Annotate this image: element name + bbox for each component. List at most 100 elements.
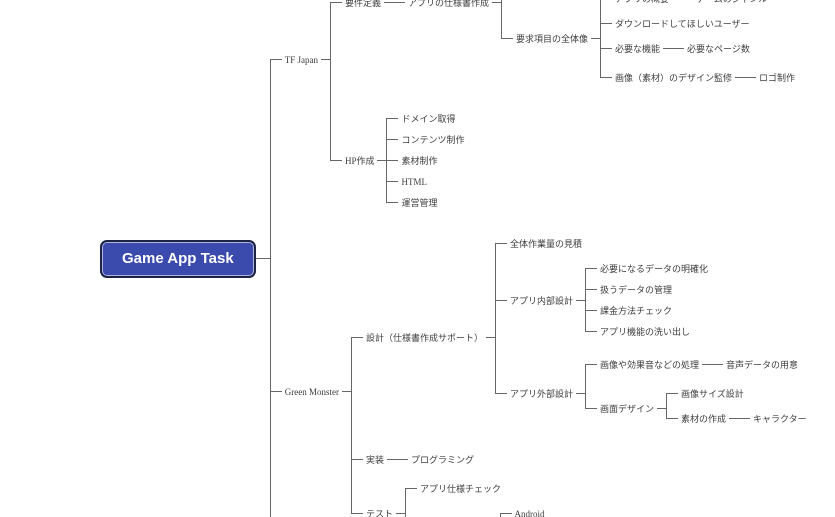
tree-branch: 必要な機能 必要なページ数 xyxy=(600,34,798,64)
node-label[interactable]: ゲームのジャンル xyxy=(693,0,770,7)
mindmap-node: 扱うデータの管理 xyxy=(597,282,675,298)
node-label[interactable]: ドメイン取得 xyxy=(401,114,456,124)
mindmap-node: 素材の作成 キャラクター xyxy=(678,409,810,430)
node-children: ロゴ制作 xyxy=(735,68,798,89)
node-children: プログラミング xyxy=(386,450,477,471)
mindmap-node: 実装 プログラミング xyxy=(363,450,477,471)
mindmap-node: プログラミング xyxy=(408,452,477,468)
tree-branch: HTML xyxy=(386,171,467,193)
node-label[interactable]: アプリ内部設計 xyxy=(509,295,573,306)
mindmap-node: キャラクター xyxy=(750,411,810,427)
node-label[interactable]: ロゴ制作 xyxy=(759,73,796,83)
tree-branch: 要求項目の全体像アプリの概要ゲームのジャンルダウンロードしてほしいユーザー必要な… xyxy=(500,0,798,97)
node-label[interactable]: 画像サイズ設計 xyxy=(680,389,744,399)
root-node-label[interactable]: Game App Task xyxy=(100,239,256,278)
node-label[interactable]: 音声データの用意 xyxy=(725,360,798,370)
node-label[interactable]: Android xyxy=(514,509,545,517)
node-label[interactable]: アプリ外部設計 xyxy=(509,389,573,399)
node-label[interactable]: 課金方法チェック xyxy=(599,306,672,316)
mindmap-node: 要件定義 アプリの仕様書作成基本情報アプリ開発の目的アプリ開発の範囲業務要件（課題… xyxy=(342,0,798,101)
tree-branch: アプリ外部設計画像や効果音などの処理音声データの用意画面デザイン画像サイズ設計素… xyxy=(494,346,810,442)
mindmap-node: 必要になるデータの明確化 xyxy=(597,261,711,277)
tree-branch: 素材制作 xyxy=(386,150,467,172)
mindmap-node: アプリ仕様チェック xyxy=(417,481,504,497)
node-children: 画像や効果音などの処理 音声データの用意画面デザイン 画像サイズ設計素材の作成 キャラ… xyxy=(575,351,810,438)
mindmap-node: 全体作業量の見積 xyxy=(507,236,585,252)
tree-branch: 画像（素材）のデザイン監修 ロゴ制作 xyxy=(600,63,798,93)
mindmap-node: 必要なページ数 xyxy=(684,41,753,57)
mindmap-node: アプリ機能の洗い出し xyxy=(597,324,693,340)
mindmap-node: ドメイン取得 xyxy=(398,111,458,127)
mindmap-node: Android xyxy=(512,506,548,517)
tree-branch: 課金方法チェック xyxy=(584,300,711,322)
node-label[interactable]: 実装 xyxy=(365,455,384,465)
node-label[interactable]: 必要になるデータの明確化 xyxy=(599,264,708,274)
mindmap-node: アプリ外部設計画像や効果音などの処理音声データの用意画面デザイン画像サイズ設計素… xyxy=(507,351,810,438)
node-label[interactable]: 全体作業量の見積 xyxy=(509,239,582,249)
tree-branch: 設計（仕様書作成サポート） 全体作業量の見積アプリ内部設計 必要になるデータの明確化… xyxy=(350,230,810,446)
node-children: 画像サイズ設計素材の作成 キャラクター xyxy=(657,384,810,434)
node-label[interactable]: アプリ仕様チェック xyxy=(419,484,501,494)
mindmap-node: 画面デザイン 画像サイズ設計素材の作成 キャラクター xyxy=(597,384,810,434)
node-label[interactable]: 必要なページ数 xyxy=(687,44,750,54)
node-label[interactable]: 要件定義 xyxy=(344,0,381,8)
tree-branch: 素材の作成 キャラクター xyxy=(665,404,810,434)
mindmap-node: アプリ内部設計 必要になるデータの明確化扱うデータの管理課金方法チェックアプリ機能… xyxy=(507,259,711,343)
tree-branch: プログラミング xyxy=(395,450,477,471)
tree-branch: アプリ内部設計 必要になるデータの明確化扱うデータの管理課金方法チェックアプリ機能… xyxy=(494,254,810,347)
mindmap-node: 運営管理 xyxy=(398,195,440,211)
node-children: 音声データの用意 xyxy=(701,355,801,376)
tree-branch: 画像サイズ設計 xyxy=(665,384,810,405)
tree-branch: TF Japan 要件定義 アプリの仕様書作成基本情報アプリ開発の目的アプリ開発の範… xyxy=(269,0,810,224)
tree-branch: アプリの仕様書作成基本情報アプリ開発の目的アプリ開発の範囲業務要件（課題とゴール… xyxy=(392,0,798,101)
node-label[interactable]: コンテンツ制作 xyxy=(401,135,465,145)
node-children: アプリの仕様書作成基本情報アプリ開発の目的アプリ開発の範囲業務要件（課題とゴール… xyxy=(383,0,798,101)
root-node: Game App Task TF Japan 要件定義 アプリの仕様書作成基本情報ア… xyxy=(100,0,810,517)
node-label[interactable]: HTML xyxy=(401,177,427,187)
mindmap-node: 要求項目の全体像アプリの概要ゲームのジャンルダウンロードしてほしいユーザー必要な… xyxy=(513,0,798,93)
node-label[interactable]: 画像や効果音などの処理 xyxy=(599,360,699,370)
node-children: アプリ仕様チェック iOSリリース審査Androidiphone xyxy=(395,479,548,517)
node-label[interactable]: 画像（素材）のデザイン監修 xyxy=(615,73,733,83)
node-label[interactable]: プログラミング xyxy=(410,455,474,465)
node-label[interactable]: HP作成 xyxy=(344,156,375,166)
mindmap-node: 素材制作 xyxy=(398,153,440,169)
node-label[interactable]: 扱うデータの管理 xyxy=(599,285,672,295)
mindmap-node: テスト アプリ仕様チェック iOSリリース審査Androidiphone xyxy=(363,479,548,517)
mindmap-node: HP作成 ドメイン取得コンテンツ制作素材制作 HTML 運営管理 xyxy=(342,109,468,214)
tree-branch: iOSリリース審査Androidiphone xyxy=(404,499,548,517)
node-label[interactable]: テスト xyxy=(365,509,393,517)
node-label[interactable]: キャラクター xyxy=(753,414,807,424)
node-label[interactable]: アプリの仕様書作成 xyxy=(407,0,489,8)
tree-branch: ロゴ制作 xyxy=(744,68,798,89)
node-label[interactable]: 必要な機能 xyxy=(615,44,661,54)
tree-branch: 必要になるデータの明確化 xyxy=(584,259,711,280)
node-label[interactable]: 素材制作 xyxy=(401,156,438,166)
mindmap-node: 画像や効果音などの処理 音声データの用意 xyxy=(597,355,801,376)
node-children: 必要なページ数 xyxy=(663,39,753,60)
node-label[interactable]: 設計（仕様書作成サポート） xyxy=(365,332,483,343)
node-label[interactable]: 要求項目の全体像 xyxy=(515,33,588,44)
node-label[interactable]: 運営管理 xyxy=(401,198,438,208)
node-label[interactable]: 画面デザイン xyxy=(599,403,654,414)
node-label[interactable]: TF Japan xyxy=(284,54,318,65)
node-label[interactable]: 素材の作成 xyxy=(680,414,726,424)
node-label[interactable]: アプリ機能の洗い出し xyxy=(599,327,690,337)
node-children: ゲームのジャンル xyxy=(681,0,770,10)
node-children: アプリの概要 ゲームのジャンルダウンロードしてほしいユーザー必要な機能 必要なページ… xyxy=(590,0,798,93)
tree-branch: 運営管理 xyxy=(386,192,467,214)
node-label[interactable]: ダウンロードしてほしいユーザー xyxy=(615,19,750,29)
node-children: 要件定義 アプリの仕様書作成基本情報アプリ開発の目的アプリ開発の範囲業務要件（課題… xyxy=(320,0,798,218)
node-children: ドメイン取得コンテンツ制作素材制作 HTML 運営管理 xyxy=(377,109,467,214)
tree-branch: アプリの概要 ゲームのジャンル xyxy=(600,0,798,14)
mindmap-node: HTML xyxy=(398,174,430,190)
tree-branch: 画像や効果音などの処理 音声データの用意 xyxy=(584,351,810,380)
mindmap-node: ダウンロードしてほしいユーザー xyxy=(612,16,753,32)
node-label[interactable]: Green Monster xyxy=(284,386,339,397)
node-label[interactable]: アプリの概要 xyxy=(612,0,672,7)
mindmap-node: TF Japan 要件定義 アプリの仕様書作成基本情報アプリ開発の目的アプリ開発の範… xyxy=(282,0,798,218)
node-children: 設計（仕様書作成サポート） 全体作業量の見積アプリ内部設計 必要になるデータの明確化… xyxy=(341,230,810,517)
